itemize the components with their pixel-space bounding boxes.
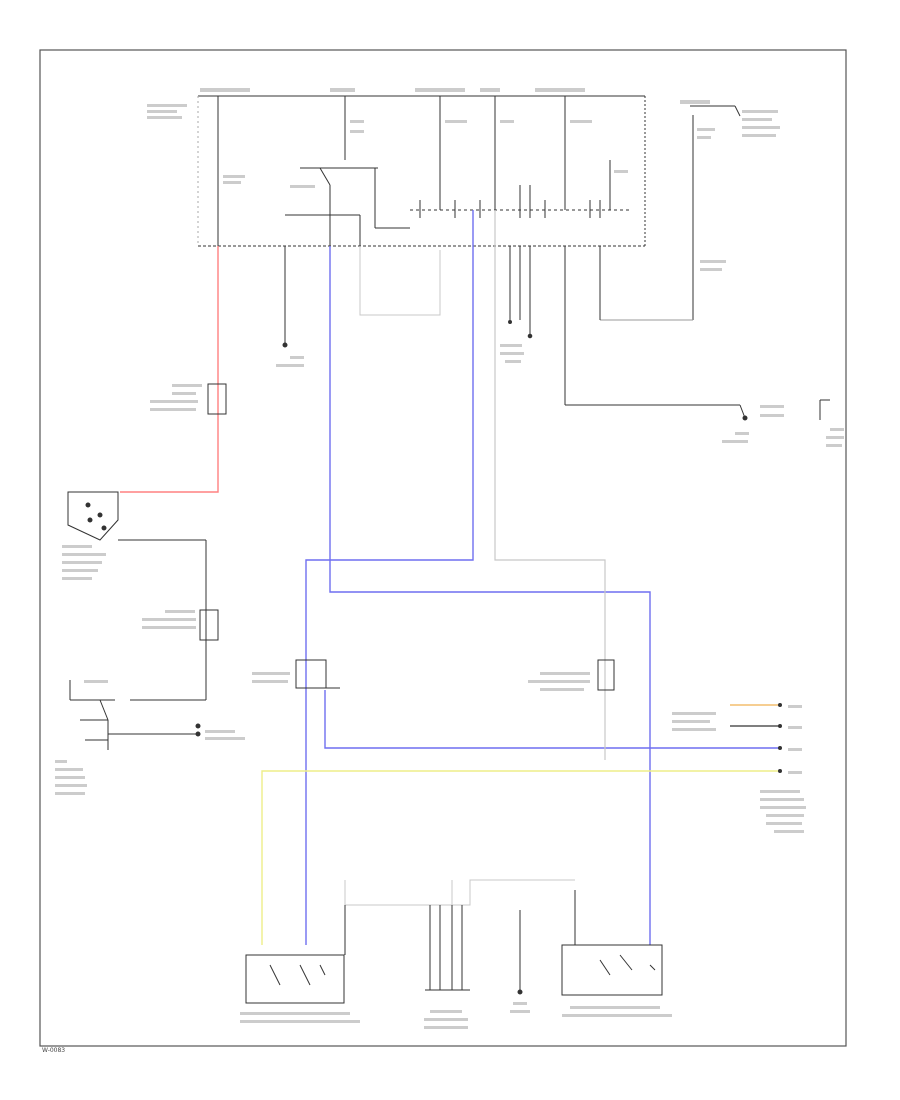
middle-connector [252, 659, 615, 691]
upper-right-sensor [599, 105, 780, 321]
blue-wire-middle [329, 246, 651, 945]
blue-wire-right [324, 690, 780, 749]
right-connectors [672, 703, 806, 833]
gray-wire-3 [344, 879, 575, 906]
junction-block [147, 88, 710, 247]
left-components [55, 383, 245, 795]
gray-wire-1 [494, 210, 606, 760]
diagram-frame [39, 49, 847, 1047]
diagram-code: W-0083 [42, 1047, 65, 1054]
yellow-wire [261, 770, 780, 945]
black-wires [276, 246, 844, 447]
gray-wire-2 [359, 246, 441, 316]
red-wire [120, 246, 219, 493]
bottom-components [240, 890, 672, 1029]
blue-wire-left [305, 210, 474, 945]
